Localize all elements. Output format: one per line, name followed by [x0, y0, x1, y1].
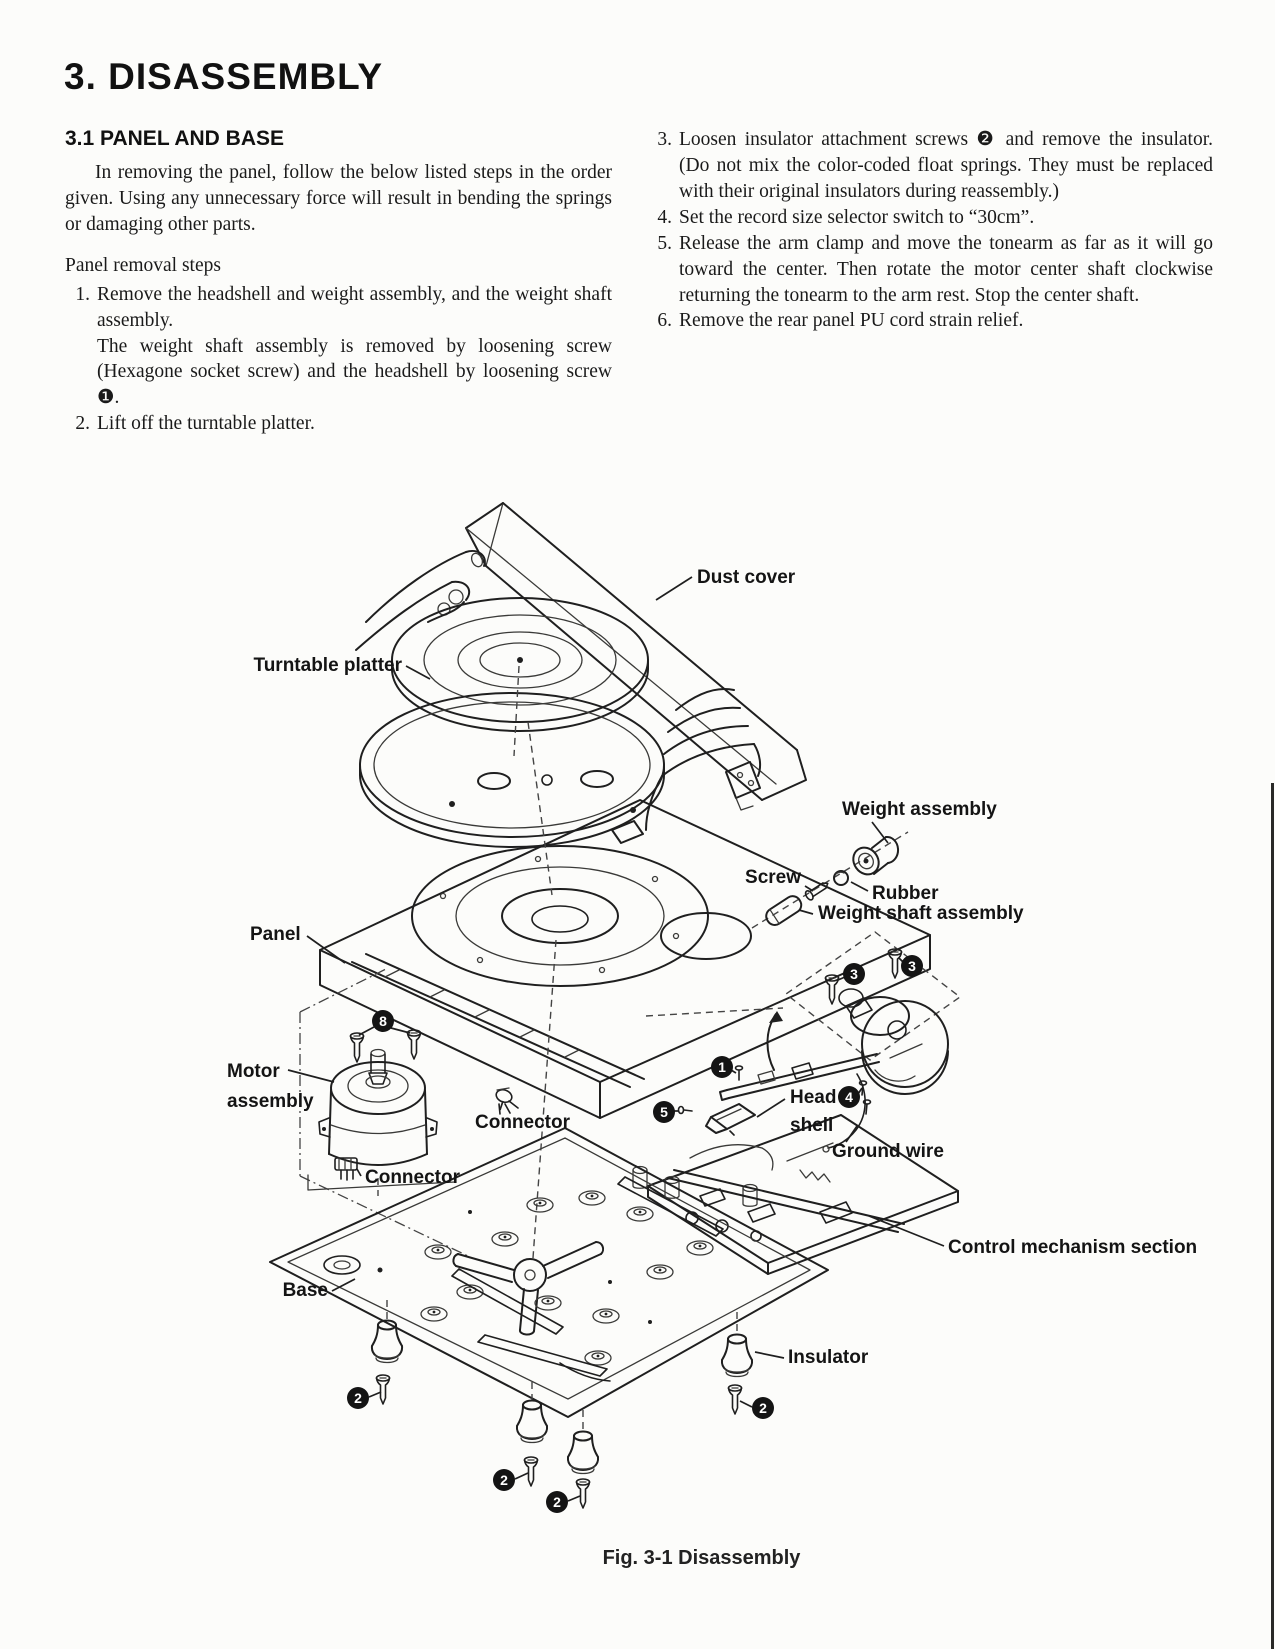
step-6: 6. Remove the rear panel PU cord strain … — [647, 308, 1213, 334]
label-base: Base — [283, 1280, 328, 1301]
svg-text:3: 3 — [908, 958, 916, 974]
badge-5: 5 — [653, 1101, 675, 1123]
step-number: 3. — [657, 129, 672, 150]
label-head-shell-line2: shell — [790, 1115, 833, 1136]
scan-edge-artifact — [1271, 783, 1274, 1649]
turntable-platter-drawing — [391, 597, 649, 732]
label-turntable-platter: Turntable platter — [254, 655, 403, 676]
badge-2: 2 — [752, 1397, 774, 1419]
right-hand-drawing — [645, 688, 762, 831]
connector-lower-icon — [334, 1157, 358, 1181]
label-weight-shaft-assembly: Weight shaft assembly — [818, 903, 1024, 924]
step-text: Release the arm clamp and move the tonea… — [679, 232, 1213, 306]
label-motor-assembly-line1: Motor — [227, 1061, 280, 1082]
step-1: 1. Remove the headshell and weight assem… — [65, 282, 612, 412]
svg-text:2: 2 — [759, 1400, 767, 1416]
badge-2: 2 — [546, 1491, 568, 1513]
step-4: 4. Set the record size selector switch t… — [647, 205, 1213, 231]
label-weight-assembly: Weight assembly — [842, 799, 997, 820]
step-2: 2. Lift off the turntable platter. — [65, 411, 612, 437]
svg-text:5: 5 — [660, 1104, 668, 1120]
svg-text:2: 2 — [553, 1494, 561, 1510]
weight-shaft-assembly-drawing — [751, 831, 909, 929]
badge-2: 2 — [347, 1387, 369, 1409]
step-5: 5. Release the arm clamp and move the to… — [647, 231, 1213, 309]
steps-heading: Panel removal steps — [65, 254, 221, 276]
label-insulator: Insulator — [788, 1347, 869, 1368]
svg-text:3: 3 — [850, 966, 858, 982]
step-number: 1. — [75, 283, 90, 305]
step-text: Set the record size selector switch to “… — [679, 206, 1035, 228]
diagram-labels: Dust cover Turntable platter Weight asse… — [227, 567, 1197, 1368]
svg-text:2: 2 — [354, 1390, 362, 1406]
badge-4: 4 — [838, 1086, 860, 1108]
badge-3: 3 — [901, 955, 923, 977]
sub-platter-drawing — [359, 692, 665, 848]
label-dust-cover: Dust cover — [697, 567, 796, 588]
label-head-shell-line1: Head — [790, 1087, 836, 1108]
step-text: Lift off the turntable platter. — [97, 413, 315, 435]
label-connector-lower: Connector — [365, 1167, 461, 1188]
label-ground-wire: Ground wire — [832, 1141, 944, 1162]
badge-8: 8 — [372, 1010, 394, 1032]
base-drawing — [269, 1127, 829, 1432]
label-panel: Panel — [250, 924, 301, 945]
dust-cover-drawing — [465, 502, 807, 801]
step-number: 6. — [657, 310, 672, 332]
svg-text:1: 1 — [718, 1059, 726, 1075]
svg-text:2: 2 — [500, 1472, 508, 1488]
step-number: 4. — [657, 206, 672, 228]
step-number: 5. — [657, 232, 672, 254]
exploded-view-diagram: Dust cover Turntable platter Weight asse… — [227, 502, 1197, 1513]
step-3: 3. Loosen insulator attachment screws ❷ … — [647, 127, 1213, 205]
step-text: Remove the headshell and weight assembly… — [97, 283, 612, 331]
control-mechanism-drawing — [632, 1114, 959, 1275]
page-title: 3. DISASSEMBLY — [64, 56, 383, 97]
label-connector-upper: Connector — [475, 1112, 571, 1133]
right-column: 3. Loosen insulator attachment screws ❷ … — [647, 127, 1213, 334]
badge-1: 1 — [711, 1056, 733, 1078]
svg-text:8: 8 — [379, 1013, 387, 1029]
badge-3: 3 — [843, 963, 865, 985]
label-control-mechanism-section: Control mechanism section — [948, 1237, 1197, 1258]
figure-caption: Fig. 3-1 Disassembly — [602, 1547, 801, 1569]
step-text: Remove the rear panel PU cord strain rel… — [679, 310, 1024, 332]
part-number-badges: 8 3 3 1 4 5 2 — [347, 955, 923, 1513]
badge-2: 2 — [493, 1469, 515, 1491]
left-column: 3.1 PANEL AND BASE In removing the panel… — [65, 127, 612, 437]
panel-drawing — [319, 721, 931, 1259]
tonearm-assembly-drawing — [645, 931, 962, 1162]
intro-paragraph: In removing the panel, follow the below … — [65, 162, 612, 235]
step-text: Loosen insulator attachment screws ❷ and… — [679, 129, 1213, 202]
connector-upper-icon — [495, 1087, 519, 1115]
left-hand-drawing — [355, 550, 486, 651]
section-heading: 3.1 PANEL AND BASE — [65, 127, 284, 150]
step-text-continued: The weight shaft assembly is removed by … — [97, 335, 612, 409]
label-rubber: Rubber — [872, 883, 939, 904]
svg-text:4: 4 — [845, 1089, 853, 1105]
label-motor-assembly-line2: assembly — [227, 1091, 314, 1112]
step-number: 2. — [75, 413, 90, 435]
label-screw: Screw — [745, 867, 801, 888]
